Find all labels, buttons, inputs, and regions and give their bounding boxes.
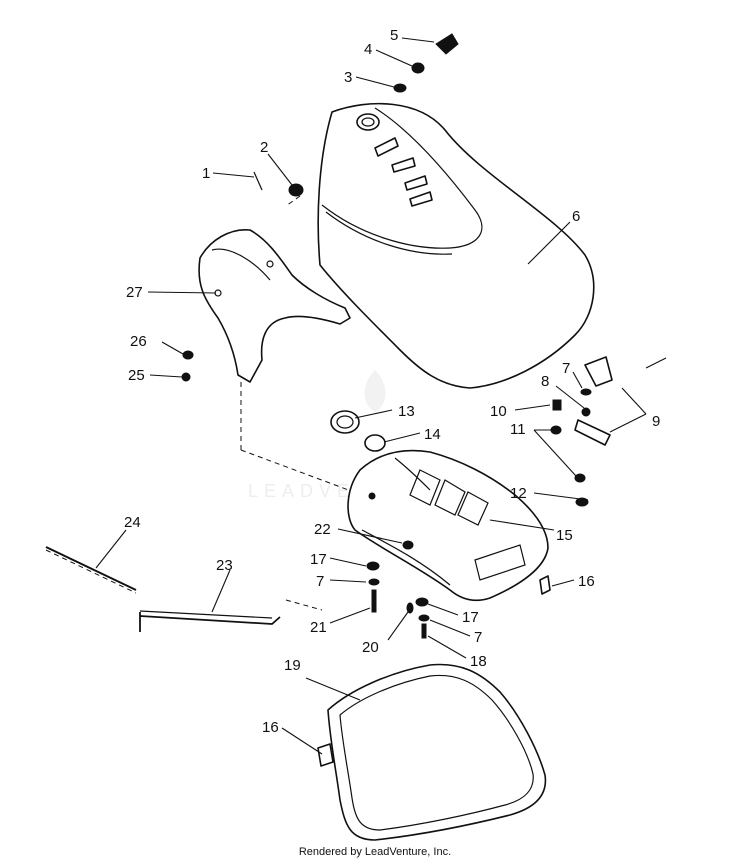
tank-part-15	[347, 449, 549, 602]
washer-part-7-left	[368, 578, 380, 586]
callout-11: 11	[510, 421, 526, 438]
callout-1: 1	[202, 165, 210, 182]
nut-part-11-lower	[574, 473, 586, 483]
clip-part-16-lower	[317, 743, 334, 767]
nut-part-11	[550, 425, 562, 435]
bracket-part-9	[574, 356, 667, 446]
pin-part-1	[253, 171, 263, 191]
clip-part-16-upper	[539, 575, 551, 595]
fitting-part-22	[402, 540, 414, 550]
callout-19: 19	[284, 657, 301, 674]
seat-part-6	[317, 102, 595, 389]
washer-part-7-upper	[580, 388, 592, 396]
callout-17-right: 17	[462, 609, 479, 626]
callout-7-right: 7	[474, 629, 482, 646]
callout-15: 15	[556, 527, 573, 544]
callout-21: 21	[310, 619, 327, 636]
callout-7-left: 7	[316, 573, 324, 590]
callout-12: 12	[510, 485, 527, 502]
rod-part-24	[45, 546, 137, 594]
leader-lines	[95, 37, 647, 755]
bolt-part-10	[552, 399, 562, 411]
callout-5: 5	[390, 27, 398, 44]
callout-13: 13	[398, 403, 415, 420]
grommet-part-17-right	[415, 597, 429, 607]
callout-22: 22	[314, 521, 331, 538]
knob-stack	[393, 33, 459, 93]
centerline-c	[285, 599, 323, 611]
callout-8: 8	[541, 373, 549, 390]
washer-part-3	[393, 83, 407, 93]
footer-credit: Rendered by LeadVenture, Inc.	[298, 846, 452, 858]
callout-4: 4	[364, 41, 372, 58]
washer-part-7-right	[418, 614, 430, 622]
callout-26: 26	[130, 333, 147, 350]
callout-25: 25	[128, 367, 145, 384]
rod-part-23	[139, 610, 281, 632]
neck-part-13	[330, 410, 360, 434]
left-fastener-stack	[366, 540, 414, 614]
cap-part-14	[364, 434, 386, 452]
callout-7-upper: 7	[562, 360, 570, 377]
callout-27: 27	[126, 284, 143, 301]
callout-20: 20	[362, 639, 379, 656]
bolt-part-18	[421, 623, 427, 639]
bolt-part-21	[371, 589, 377, 613]
callout-3: 3	[344, 69, 352, 86]
callout-16-upper: 16	[578, 573, 595, 590]
spacer-part-20	[406, 602, 414, 614]
nut-part-4	[411, 62, 425, 74]
fastener-part-26	[182, 350, 194, 360]
callout-10: 10	[490, 403, 507, 420]
callout-18: 18	[470, 653, 487, 670]
callout-17-left: 17	[310, 551, 327, 568]
grommet-part-17-left	[366, 561, 380, 571]
callout-9: 9	[652, 413, 660, 430]
callout-6: 6	[572, 208, 580, 225]
callout-14: 14	[424, 426, 441, 443]
callout-2: 2	[260, 139, 268, 156]
grommet-part-2	[285, 183, 304, 207]
centerline-b	[240, 449, 371, 499]
bolt-part-25	[181, 372, 191, 382]
bracket-part-27	[198, 229, 351, 383]
knob-part-5	[435, 33, 459, 55]
callout-24: 24	[124, 514, 141, 531]
right-fastener-stack	[415, 597, 430, 639]
callout-23: 23	[216, 557, 233, 574]
callout-labels: 1 2 3 4 5 6 7 8 9 10 11 12 13 14 15 16 1…	[124, 27, 660, 736]
bolt-part-8	[581, 407, 591, 417]
tray-part-19	[327, 663, 547, 841]
callout-16-lower: 16	[262, 719, 279, 736]
